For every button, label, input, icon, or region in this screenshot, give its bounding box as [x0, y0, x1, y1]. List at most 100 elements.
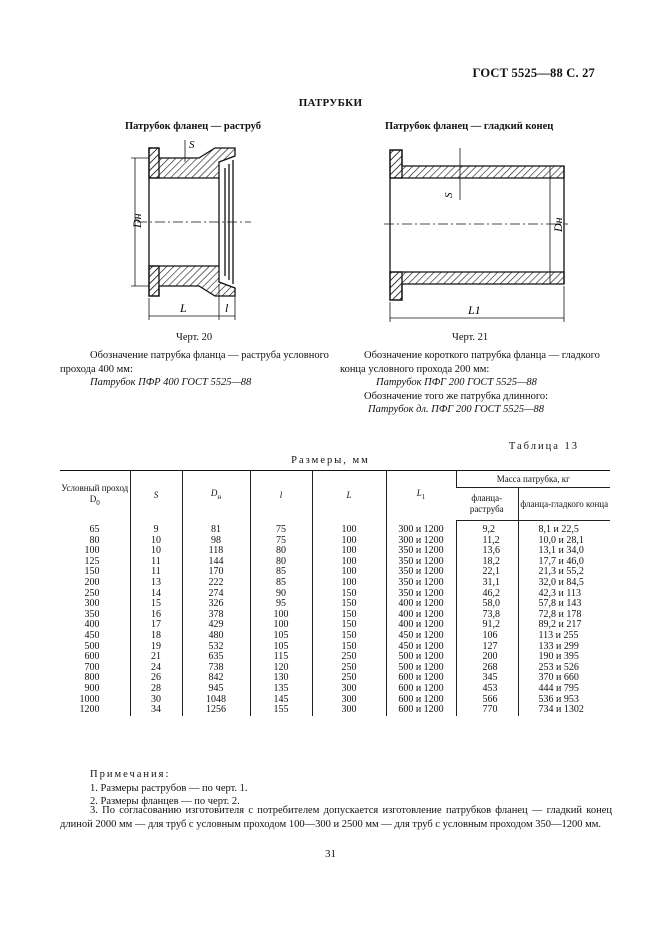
table-cell: 89,2 и 217: [517, 620, 610, 631]
figure-21-number: Черт. 21: [452, 332, 489, 343]
table-cell: 200: [84, 576, 100, 588]
table-cell: 17: [129, 620, 182, 631]
table-cell: 13: [129, 577, 182, 589]
table-cell: 250: [311, 662, 386, 674]
table-cell: 300: [311, 704, 386, 716]
header-dn: Условный проход D0: [60, 470, 130, 521]
header-mass-plain: фланца-гладкого конца: [517, 487, 610, 521]
page-header: ГОСТ 5525—88 С. 27: [472, 66, 595, 80]
table-cell: 144: [181, 556, 250, 568]
table-cell: 9,2: [455, 520, 518, 536]
table-cell: 700: [84, 661, 100, 673]
table-cell: 14: [129, 588, 182, 600]
table-cell: 100: [311, 546, 386, 557]
table-cell: 21,3 и 55,2: [517, 567, 610, 578]
table-cell: 91,2: [455, 620, 518, 631]
table-cell: 250: [311, 652, 386, 663]
notes-title: Примечания:: [90, 769, 171, 780]
table-cell: 150: [311, 599, 386, 610]
table-cell: 100: [311, 535, 386, 547]
table-cell: 900: [84, 682, 100, 694]
table-cell: 345: [455, 673, 518, 684]
fig20-dn-label: Dн: [130, 213, 144, 229]
table-cell: 75: [249, 535, 312, 547]
table-cell: 9: [129, 520, 182, 536]
fig20-l-label: l: [225, 301, 229, 315]
header-mass: Масса патрубка, кг: [455, 470, 610, 488]
table-cell: 11,2: [455, 535, 518, 547]
designation-right-text: Обозначение короткого патрубка фланца — …: [340, 350, 600, 375]
table-cell: 65: [89, 523, 100, 535]
page-number: 31: [325, 848, 336, 860]
table-cell: 100: [311, 520, 386, 536]
table-cell: 1000: [79, 693, 100, 705]
table-cell: 80: [249, 556, 312, 568]
table-cell: 125: [84, 555, 100, 567]
table-cell: 635: [181, 652, 250, 663]
table-cell: 13,6: [455, 546, 518, 557]
table-cell: 10: [129, 546, 182, 557]
table-cell: 350 и 1200: [385, 567, 456, 578]
table-cell: 453: [455, 683, 518, 695]
table-cell: 15: [129, 599, 182, 610]
table-cell: 95: [249, 599, 312, 610]
table-cell: 274: [181, 588, 250, 600]
table-cell: 1256: [181, 704, 250, 716]
table-cell: 150: [311, 641, 386, 653]
table-cell: 734 и 1302: [517, 704, 610, 716]
table-cell: 26: [129, 673, 182, 684]
table-cell: 16: [129, 609, 182, 621]
table-cell: 19: [129, 641, 182, 653]
fig21-s-label: S: [443, 192, 455, 198]
table-cell: 100: [311, 556, 386, 568]
table-cell: 98: [181, 535, 250, 547]
designation-right-example2: Патрубок дл. ПФГ 200 ГОСТ 5525—88: [368, 404, 544, 415]
table-cell: 350 и 1200: [385, 546, 456, 557]
table-cell: 253 и 526: [517, 662, 610, 674]
table-cell: 46,2: [455, 588, 518, 600]
table-cell: 150: [311, 609, 386, 621]
table-cell: 100: [249, 609, 312, 621]
table-cell: 31,1: [455, 577, 518, 589]
table-cell: 24: [129, 662, 182, 674]
table-cell: 300: [84, 598, 100, 610]
table-cell: 150: [311, 630, 386, 642]
table-cell: 1048: [181, 694, 250, 706]
table-cell: 18,2: [455, 556, 518, 568]
note-2: 2. Размеры фланцев — по черт. 2.: [90, 796, 240, 807]
table-cell: 73,8: [455, 609, 518, 621]
table-cell: 566: [455, 694, 518, 706]
table-cell: 300: [311, 694, 386, 706]
table-cell: 300: [311, 683, 386, 695]
figure-20-number: Черт. 20: [176, 332, 213, 343]
table-cell: 600 и 1200: [385, 683, 456, 695]
table-cell: 945: [181, 683, 250, 695]
table-cell: 1200: [79, 704, 100, 716]
table-cell: 100: [249, 620, 312, 631]
table-cell: 57,8 и 143: [517, 599, 610, 610]
table-cell: 450 и 1200: [385, 630, 456, 642]
figure-20-drawing: Dн L l S: [130, 139, 251, 320]
table-cell: 500: [84, 640, 100, 652]
table-cell: 326: [181, 599, 250, 610]
table-cell: 135: [249, 683, 312, 695]
table-cell: 155: [249, 704, 312, 716]
table-cell: 150: [311, 620, 386, 631]
table-cell: 800: [84, 672, 100, 684]
designation-right-text2: Обозначение того же патрубка длинного:: [364, 390, 549, 402]
table-cell: 118: [181, 546, 250, 557]
table-cell: 250: [311, 673, 386, 684]
table-cell: 18: [129, 630, 182, 642]
table-cell: 150: [311, 588, 386, 600]
